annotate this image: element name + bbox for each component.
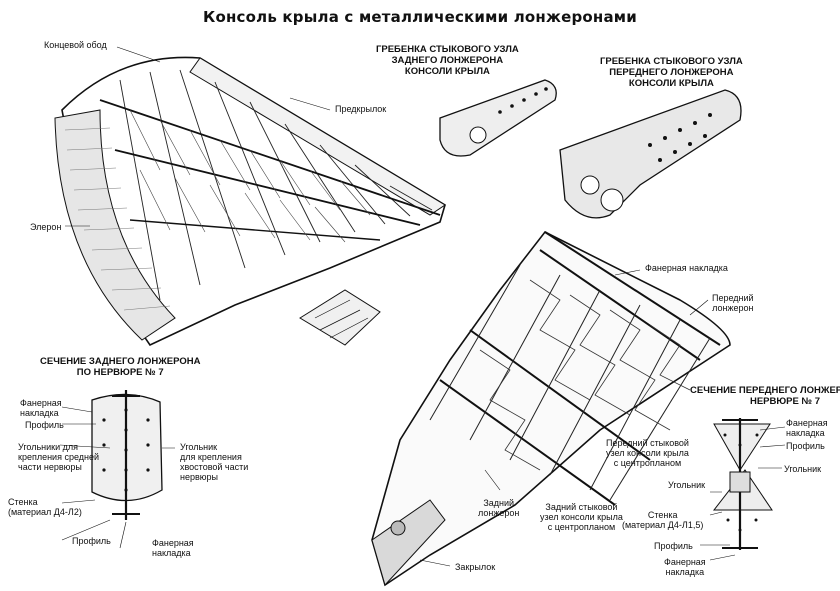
rear-section-angles-tail: Угольник для крепления хвостовой части н… [180,442,249,482]
front-section-plywood-overlay-top: Фанерная накладка [786,418,828,438]
rear-section-plywood-overlay-bottom: Фанерная накладка [152,538,194,558]
label-flap: Закрылок [455,562,496,572]
label-slat: Предкрылок [335,104,387,114]
small-fitting [299,289,381,346]
flap-shape [371,499,446,586]
rear-section-angles-middle: Угольники для крепления средней части не… [18,442,100,472]
rear-comb-title: ГРЕБЕНКА СТЫКОВОГО УЗЛА ЗАДНЕГО ЛОНЖЕРОН… [376,44,519,77]
front-comb-title: ГРЕБЕНКА СТЫКОВОГО УЗЛА ПЕРЕДНЕГО ЛОНЖЕР… [600,56,743,89]
rear-section-plywood-overlay: Фанерная накладка [20,398,62,418]
rear-spar-section [59,390,175,549]
front-spar-section [700,418,786,561]
page-title: Консоль крыла с металлическими лонжерона… [203,8,637,26]
rear-comb-fitting [439,79,557,157]
label-plywood-overlay-top: Фанерная накладка [645,263,728,273]
front-section-angle-right: Угольник [784,464,822,474]
label-rear-joint: Задний стыковой узел консоли крыла с цен… [540,502,623,532]
rear-section-profile-bottom: Профиль [72,536,111,546]
front-section-web: Стенка (материал Д4-Л1,5) [622,510,704,530]
aileron-shape [54,109,176,341]
front-section-title: СЕЧЕНИЕ ПЕРЕДНЕГО ЛОНЖЕРОНА ПО НЕРВЮРЕ №… [690,385,840,407]
rear-section-web: Стенка (материал Д4-Л2) [8,497,82,517]
label-rear-spar: Задний лонжерон [478,498,520,518]
front-comb-fitting [559,89,742,219]
label-front-joint: Передний стыковой узел консоли крыла с ц… [606,438,689,468]
front-section-angle-left: Угольник [668,480,706,490]
label-front-spar: Передний лонжерон [712,293,754,313]
front-section-profile-bottom: Профиль [654,541,693,551]
rear-section-profile-top: Профиль [25,420,64,430]
label-wingtip-bow: Концевой обод [44,40,107,50]
front-section-profile-top: Профиль [786,441,825,451]
label-aileron: Элерон [30,222,62,232]
front-section-plywood-overlay-bottom: Фанерная накладка [664,557,706,577]
rear-section-title: СЕЧЕНИЕ ЗАДНЕГО ЛОНЖЕРОНА ПО НЕРВЮРЕ № 7 [40,356,201,378]
slat-shape [189,57,446,216]
